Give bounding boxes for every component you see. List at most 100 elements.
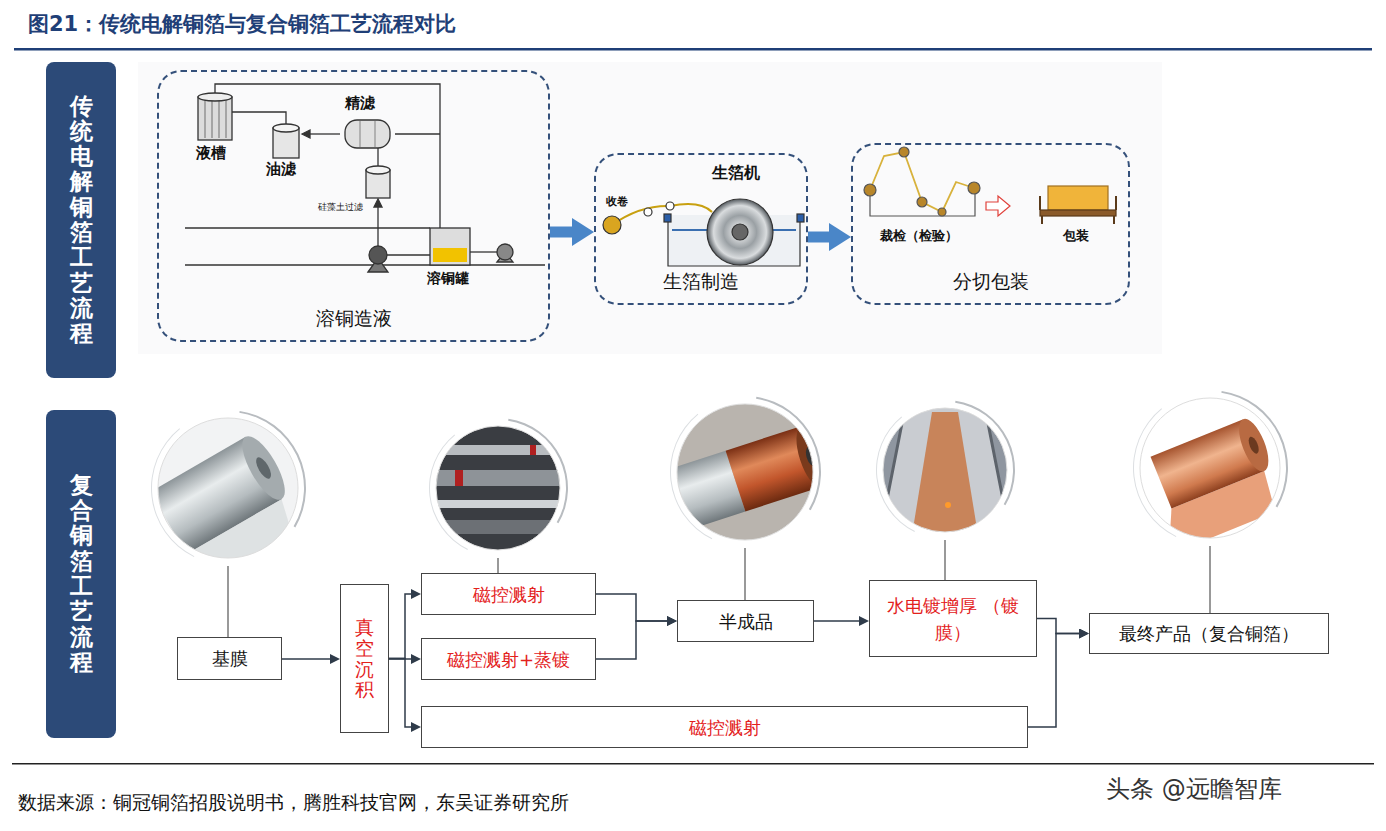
dissolving-plant xyxy=(308,133,340,134)
part-label: 硅藻土过滤 xyxy=(318,202,363,212)
foil-machine xyxy=(644,208,652,216)
dissolving-plant xyxy=(302,130,310,138)
node-label: 分切包装 xyxy=(953,269,1029,295)
dissolving-plant xyxy=(377,148,378,168)
flow-arrow xyxy=(1037,619,1079,634)
process-box: 水电镀增厚 （镀膜） xyxy=(869,580,1037,657)
title-rule xyxy=(14,48,1372,51)
sputtering-photo xyxy=(430,520,570,534)
dissolving-plant xyxy=(433,248,467,262)
part-label: 精滤 xyxy=(345,95,375,112)
section-band: 传统电解铜箔工艺流程 xyxy=(46,62,116,378)
dissolving-plant xyxy=(395,133,440,134)
foil-machine xyxy=(664,214,671,222)
base-film-photo xyxy=(150,430,310,583)
dissolving-plant xyxy=(273,124,299,132)
composite-foil-photo xyxy=(1247,435,1261,455)
node-label: 真空沉积 xyxy=(355,617,374,701)
leader-line xyxy=(744,548,745,600)
slitting-line xyxy=(1040,210,1116,216)
sputtering-photo xyxy=(455,470,463,486)
section-band: 复合铜箔工艺流程 xyxy=(46,410,116,738)
dissolving-plant xyxy=(430,228,470,265)
leader-line xyxy=(1209,546,1210,613)
photo-rim xyxy=(677,404,813,540)
node-label: 半成品 xyxy=(719,608,773,635)
photo-ring xyxy=(1133,408,1176,537)
foil-machine xyxy=(603,216,621,234)
part-label: 生箔机 xyxy=(712,164,760,182)
dissolving-plant xyxy=(470,251,497,252)
photo-ring xyxy=(239,411,306,528)
photo-ring xyxy=(756,397,821,511)
plating-line-photo xyxy=(912,412,978,535)
foil-machine xyxy=(707,199,773,265)
process-column: 真空沉积 xyxy=(340,584,389,733)
dissolving-plant xyxy=(360,121,375,147)
slitting-line xyxy=(917,197,927,207)
photo-rim xyxy=(883,408,1007,532)
part-label: 溶铜罐 xyxy=(427,270,469,286)
source-note: 数据来源：铜冠铜箔招股说明书，腾胜科技官网，东吴证券研究所 xyxy=(18,792,569,814)
node-label: 基膜 xyxy=(212,645,248,672)
flow-arrow xyxy=(389,594,411,659)
foil-machine xyxy=(603,199,804,266)
slitting-line xyxy=(938,208,946,216)
sputtering-photo xyxy=(430,500,570,508)
base-film-photo xyxy=(253,455,274,481)
dissolving-plant xyxy=(369,246,387,264)
composite-foil-photo xyxy=(1132,398,1290,555)
base-film-photo xyxy=(234,430,293,505)
plating-line-photo xyxy=(880,408,1010,535)
sputtering-photo xyxy=(430,470,570,486)
part-label: 油滤 xyxy=(266,161,296,178)
slitting-line xyxy=(899,147,909,157)
composite-foil-photo xyxy=(1132,415,1290,555)
figure-title: 图21：传统电解铜箔与复合铜箔工艺流程对比 xyxy=(28,12,456,36)
semi-finished-roll-photo xyxy=(659,404,833,540)
leader-line xyxy=(227,566,228,637)
process-box: 磁控溅射 xyxy=(421,706,1028,748)
slitting-line xyxy=(864,147,1116,224)
dissolving-plant xyxy=(205,99,226,138)
composite-foil-photo xyxy=(1233,415,1274,475)
base-film-photo xyxy=(186,499,298,583)
photo-ring xyxy=(670,414,712,539)
dissolving-plant xyxy=(497,244,513,260)
flow-arrow xyxy=(814,620,859,622)
dissolving-plant xyxy=(374,199,382,207)
photo-ring xyxy=(955,401,1015,506)
section-title: 复合铜箔工艺流程 xyxy=(70,473,93,675)
dissolving-plant xyxy=(215,84,440,228)
panel-ground xyxy=(138,62,1162,354)
part-label: 液槽 xyxy=(196,145,226,162)
watermark: 头条 @远瞻智库 xyxy=(1106,776,1282,804)
process-box: 半成品 xyxy=(677,600,814,642)
slitting-line xyxy=(864,184,876,196)
flow-arrow xyxy=(550,227,572,238)
process-box: 基膜 xyxy=(177,637,282,680)
node-label: 生箔制造 xyxy=(663,269,739,295)
foil-machine xyxy=(797,214,804,222)
flow-arrow xyxy=(389,659,411,728)
dissolving-plant xyxy=(198,97,232,140)
base-film-photo xyxy=(150,418,310,584)
dissolving-plant xyxy=(185,264,545,265)
sputtering-photo xyxy=(430,426,570,550)
plating-line-photo xyxy=(945,502,951,508)
flow-arrow xyxy=(596,594,667,621)
sputtering-photo xyxy=(530,445,536,455)
footer-rule xyxy=(12,763,1374,765)
photo-rim xyxy=(158,398,1280,558)
photo-ring xyxy=(1221,391,1288,508)
dissolving-plant xyxy=(185,84,545,272)
slitting-line xyxy=(1040,196,1116,224)
photo-ring xyxy=(151,391,1288,557)
photo-rim xyxy=(1140,398,1280,538)
slitting-line xyxy=(1048,186,1108,210)
dissolving-plant xyxy=(185,227,430,228)
flow-arrow xyxy=(282,658,330,660)
flow-arrow xyxy=(596,621,667,659)
node-label: 磁控溅射 xyxy=(689,714,761,741)
process-box: 磁控溅射+蒸镀 xyxy=(421,638,596,680)
